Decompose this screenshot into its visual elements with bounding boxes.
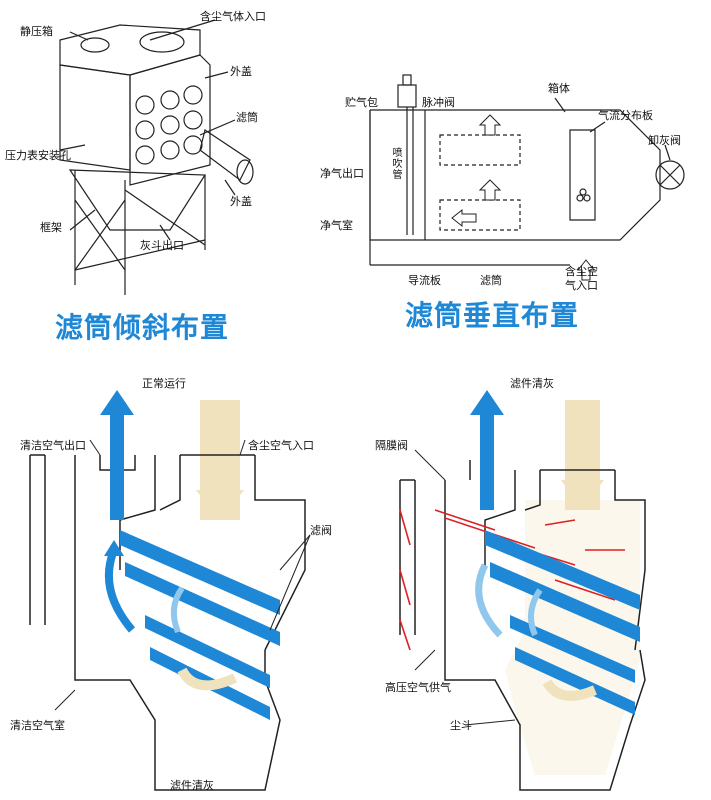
normal-dusty-inlet-label: 含尘空气入口 [248,439,314,452]
filter-label: 滤筒 [236,111,258,124]
tilted-drawing [59,19,254,295]
clean-outlet-label: 净气出口 [320,167,364,180]
clean-room-label: 净气室 [320,219,353,232]
high-pressure-label: 高压空气供气 [385,681,451,694]
frame-label: 框架 [40,221,62,234]
clean-air-room-label: 清洁空气室 [10,719,65,732]
cleaning-title: 滤件清灰 [510,377,554,390]
normal-operation-drawing [29,390,311,791]
cleaning-drawing [399,390,646,791]
cover-label: 外盖 [230,65,252,78]
normal-title: 正常运行 [142,377,186,390]
dusty-inlet-label-2: 气入口 [565,279,598,292]
filter-valve-label: 滤阀 [310,524,332,537]
gas-bag-label: 贮气包 [345,96,378,109]
outer-cover-label: 外盖 [230,195,252,208]
tilted-diagram: 静压箱 含尘气体入口 外盖 滤筒 压力表安装孔 外盖 框架 灰斗出口 [0,0,300,300]
normal-cleaning-label: 滤件清灰 [170,779,214,792]
flow-plate-label: 气流分布板 [598,109,653,122]
vertical-drawing [369,74,685,281]
dusty-inlet-label: 含尘气体入口 [200,10,266,23]
ash-valve-label: 卸灰阀 [648,134,681,147]
casing-label: 箱体 [548,82,570,95]
dusty-inlet-label-1: 含尘空 [565,265,598,278]
caption-vertical: 滤筒垂直布置 [405,299,580,332]
guide-plate-label: 导流板 [408,274,441,287]
diaphragm-valve-label: 隔膜阀 [375,439,408,452]
pulse-valve-label: 脉冲阀 [422,96,455,109]
caption-tilted: 滤筒倾斜布置 [55,311,230,344]
normal-clean-outlet-label: 清洁空气出口 [20,439,86,452]
cleaning-diagram: 滤件清灰 隔膜阀 高压空气供气 尘斗 [355,370,711,800]
static-box-label: 静压箱 [20,25,53,38]
blow-pipe-label: 喷吹管 [392,148,403,181]
ash-outlet-label: 灰斗出口 [140,239,184,252]
hopper-label: 尘斗 [450,719,472,732]
vertical-diagram: 贮气包 脉冲阀 箱体 气流分布板 卸灰阀 净气出口 喷吹管 净气室 导流板 滤筒… [320,70,711,300]
gauge-hole-label: 压力表安装孔 [5,149,71,162]
normal-operation-diagram: 正常运行 清洁空气出口 含尘空气入口 滤阀 清洁空气室 滤件清灰 [0,370,332,800]
vertical-filter-label: 滤筒 [480,274,502,287]
